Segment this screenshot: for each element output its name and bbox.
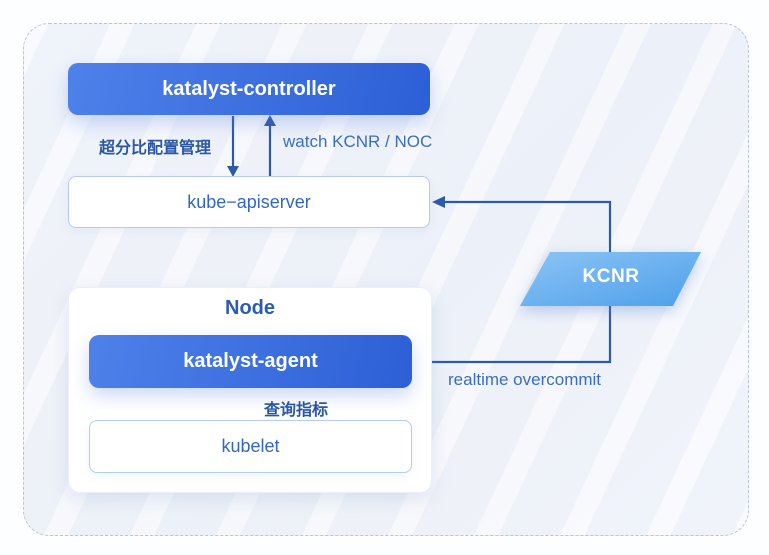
edge-label-watch-kcnr-noc: watch KCNR / NOC bbox=[283, 132, 433, 151]
katalyst-agent-node: katalyst-agent bbox=[89, 335, 412, 388]
kube-apiserver-node: kube−apiserver bbox=[68, 176, 430, 228]
kcnr-resource-node: KCNR bbox=[582, 266, 640, 287]
edge-label-config-manage: 超分比配置管理 bbox=[99, 140, 212, 157]
edge-label-query-metrics: 查询指标 bbox=[264, 402, 329, 419]
node-group-title: Node bbox=[225, 297, 275, 319]
katalyst-controller-node: katalyst-controller bbox=[68, 63, 430, 115]
edge-label-realtime-overcommit: realtime overcommit bbox=[448, 370, 602, 389]
kubelet-label: kubelet bbox=[221, 436, 280, 456]
katalyst-agent-label: katalyst-agent bbox=[183, 350, 318, 372]
kubelet-node: kubelet bbox=[89, 420, 412, 473]
katalyst-controller-label: katalyst-controller bbox=[162, 77, 336, 100]
kube-apiserver-label: kube−apiserver bbox=[187, 191, 311, 212]
